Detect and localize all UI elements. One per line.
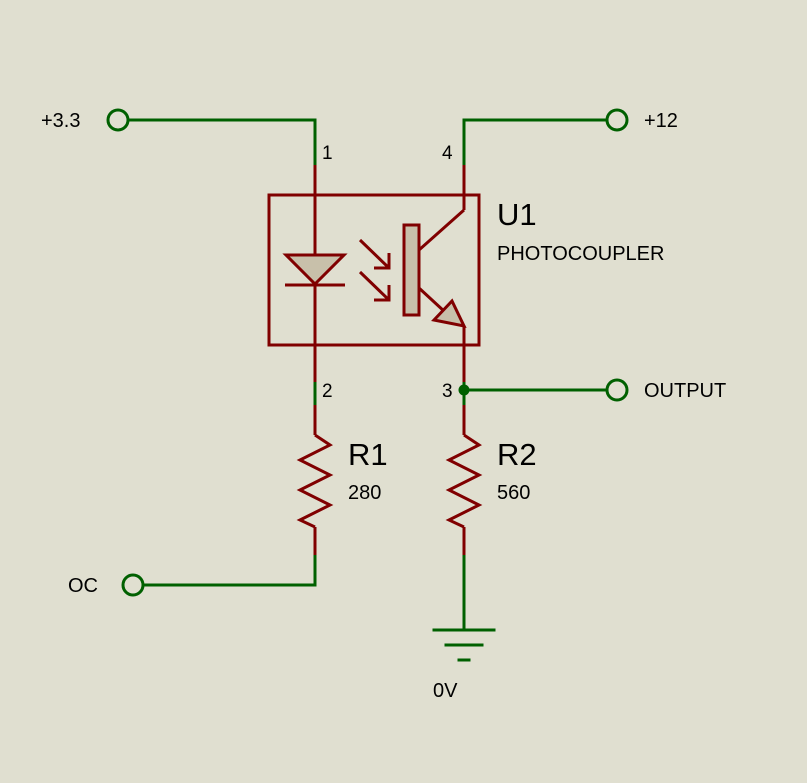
r2-zigzag[interactable] (445, 433, 483, 529)
r1-reference: R1 (348, 437, 388, 472)
u1-value: PHOTOCOUPLER (497, 243, 664, 265)
resistor-r1[interactable]: R1 280 (296, 405, 388, 555)
terminal-vcc-label: +12 (644, 110, 678, 132)
r1-value: 280 (348, 482, 381, 504)
u1-reference: U1 (497, 197, 537, 232)
light-arrow-lower (358, 270, 391, 302)
transistor-base-bar (402, 223, 421, 317)
u1-pin2-number: 2 (322, 381, 333, 402)
u1-pin4-number: 4 (442, 143, 453, 164)
r1-zigzag[interactable] (296, 433, 334, 529)
terminal-control[interactable]: OC (68, 573, 145, 597)
terminal-control-circle[interactable] (121, 573, 145, 597)
photocoupler-u1[interactable]: 1 2 3 4 U1 PHOTOCOUPLER (267, 143, 664, 402)
terminal-output-circle[interactable] (605, 378, 629, 402)
u1-pin1-number: 1 (322, 143, 333, 164)
terminal-vin-label: +3.3 (41, 110, 80, 132)
u1-body[interactable] (267, 193, 481, 347)
r2-reference: R2 (497, 437, 537, 472)
light-arrow-upper (358, 238, 391, 270)
wire-r1-to-oc (143, 553, 317, 587)
light-arrow-lower-head (374, 285, 391, 302)
u1-pin3-number: 3 (442, 381, 453, 402)
terminal-vin-circle[interactable] (106, 108, 130, 132)
terminal-vcc[interactable]: +12 (605, 108, 678, 132)
transistor-emitter (417, 286, 447, 314)
terminal-output[interactable]: OUTPUT (605, 378, 726, 402)
transistor-emitter-arrow (431, 298, 467, 329)
ground-symbol: 0V (432, 628, 496, 702)
terminal-vin[interactable]: +3.3 (41, 108, 130, 132)
terminal-vcc-circle[interactable] (605, 108, 629, 132)
resistor-r2[interactable]: R2 560 (445, 405, 537, 555)
ground-label: 0V (433, 680, 458, 702)
r2-value: 560 (497, 482, 530, 504)
led-icon (282, 253, 348, 287)
light-arrows-icon (358, 238, 391, 302)
terminal-output-label: OUTPUT (644, 380, 726, 402)
transistor-collector (418, 208, 465, 252)
phototransistor-icon (402, 208, 467, 329)
wire-vcc-to-pin4 (462, 118, 607, 167)
light-arrow-upper-head (374, 253, 391, 270)
led-triangle (282, 253, 348, 287)
wires (127, 118, 607, 632)
terminal-control-label: OC (68, 575, 98, 597)
output-junction-dot (458, 384, 470, 396)
wire-vin-to-pin1 (127, 118, 317, 167)
